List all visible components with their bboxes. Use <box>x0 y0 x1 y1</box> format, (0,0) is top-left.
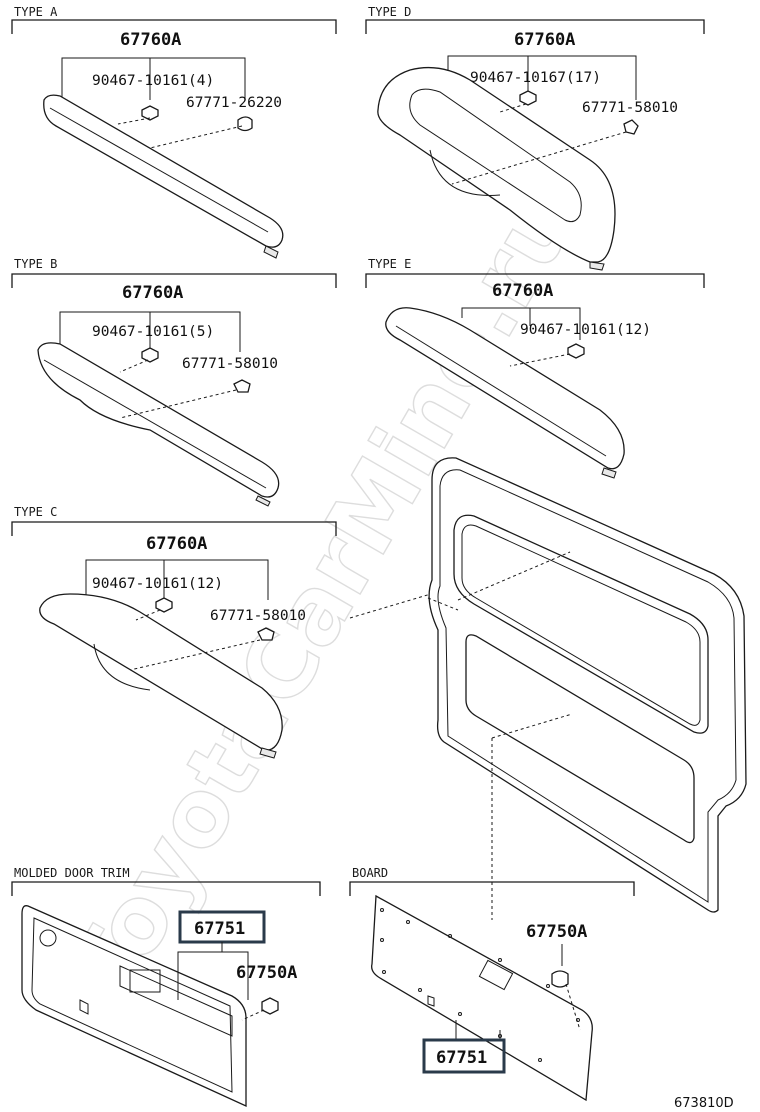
type-a-fastener-label[interactable]: 67771-26220 <box>186 95 282 111</box>
section-type-e: TYPE E 67760A 90467-10161(12) <box>365 257 705 479</box>
type-a-header: TYPE A <box>14 5 58 19</box>
type-c-clip-icon <box>155 597 173 613</box>
type-d-clip-icon <box>519 90 537 106</box>
type-b-clip-label[interactable]: 90467-10161(5) <box>92 324 214 340</box>
section-board: BOARD 67750A 67751 <box>349 866 635 1102</box>
board-panel <box>371 894 593 1102</box>
board-panel-label[interactable]: 67751 <box>436 1048 487 1068</box>
board-fastener-label[interactable]: 67750A <box>526 922 587 942</box>
type-a-garnish <box>43 94 284 248</box>
section-type-d: TYPE D 67760A 90467-10167(17) 67771-5801… <box>365 5 705 271</box>
back-door-panel <box>427 457 747 920</box>
type-a-fastener-icon <box>237 116 253 132</box>
type-c-garnish <box>39 593 283 751</box>
type-c-clip-label[interactable]: 90467-10161(12) <box>92 576 223 592</box>
type-b-fastener-label[interactable]: 67771-58010 <box>182 356 278 372</box>
type-a-clip-icon <box>141 105 159 121</box>
type-c-header: TYPE C <box>14 505 57 519</box>
type-d-header: TYPE D <box>368 5 411 19</box>
section-molded-door-trim: MOLDED DOOR TRIM 67751 67750A <box>11 866 321 1108</box>
section-type-b: TYPE B 67760A 90467-10161(5) 67771-58010 <box>11 257 337 507</box>
molded-fastener-label[interactable]: 67750A <box>236 963 297 983</box>
type-e-garnish <box>385 307 625 470</box>
molded-fastener-icon <box>261 997 279 1015</box>
type-a-clip-label[interactable]: 90467-10161(4) <box>92 73 214 89</box>
type-e-header: TYPE E <box>368 257 411 271</box>
section-type-a: TYPE A 67760A 90467-10161(4) 67771-26220 <box>11 5 337 259</box>
type-c-fastener-label[interactable]: 67771-58010 <box>210 608 306 624</box>
section-type-c: TYPE C 67760A 90467-10161(12) 67771-5801… <box>11 505 573 759</box>
board-header: BOARD <box>352 866 388 880</box>
type-e-clip-icon <box>567 343 585 359</box>
type-b-fastener-icon <box>233 379 251 393</box>
type-c-fastener-icon <box>257 627 275 641</box>
diagram-code: 673810D <box>674 1096 734 1111</box>
type-b-garnish <box>37 342 280 498</box>
type-d-fastener-icon <box>623 119 639 135</box>
type-e-assembly-label[interactable]: 67760A <box>492 281 553 301</box>
type-b-header: TYPE B <box>14 257 57 271</box>
board-fastener-icon <box>551 970 569 988</box>
type-d-fastener-label[interactable]: 67771-58010 <box>582 100 678 116</box>
type-c-assembly-label[interactable]: 67760A <box>146 534 207 554</box>
molded-door-trim-panel <box>21 905 247 1108</box>
type-b-assembly-label[interactable]: 67760A <box>122 283 183 303</box>
type-e-clip-label[interactable]: 90467-10161(12) <box>520 322 651 338</box>
molded-panel-label[interactable]: 67751 <box>194 919 245 939</box>
type-a-assembly-label[interactable]: 67760A <box>120 30 181 50</box>
type-d-assembly-label[interactable]: 67760A <box>514 30 575 50</box>
type-b-clip-icon <box>141 347 159 363</box>
molded-header: MOLDED DOOR TRIM <box>14 866 130 880</box>
type-d-clip-label[interactable]: 90467-10167(17) <box>470 70 601 86</box>
